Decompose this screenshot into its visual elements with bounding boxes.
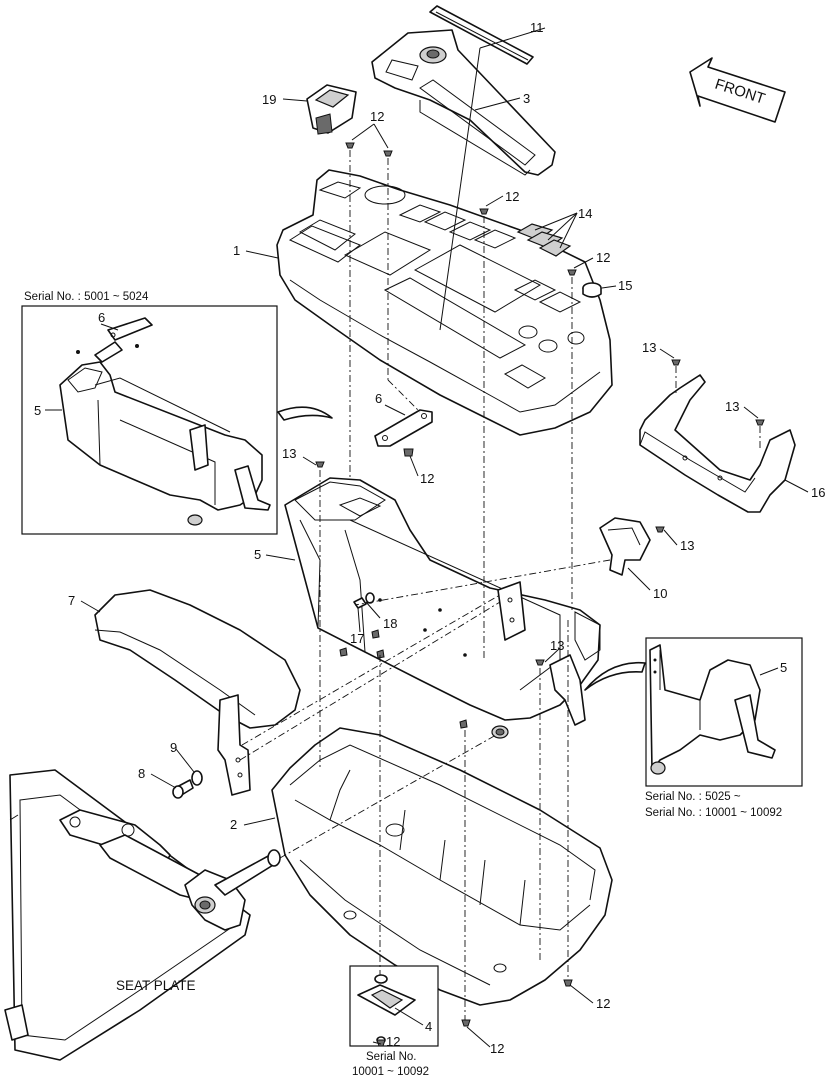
inset-top-left-part-5 xyxy=(59,317,271,526)
inset-right-part-5 xyxy=(649,644,776,775)
part-19-switch xyxy=(306,84,357,135)
part-8-9-bolt-washer xyxy=(172,770,203,799)
part-1-console-cover xyxy=(276,169,613,436)
callout-13-c: 13 xyxy=(282,446,296,461)
part-16-bracket-right xyxy=(639,374,796,513)
callout-13-a: 13 xyxy=(642,340,656,355)
right-inset-serial-line1: Serial No. : 5025 ~ xyxy=(645,791,741,803)
callout-18: 18 xyxy=(383,616,397,631)
callout-5-b: 5 xyxy=(254,547,261,562)
callout-12-d: 12 xyxy=(420,471,434,486)
seat-plate-assembly xyxy=(4,769,281,1061)
callout-6-a: 6 xyxy=(98,310,105,325)
part-4-mat xyxy=(357,974,416,1044)
callout-12-b: 12 xyxy=(505,189,519,204)
callout-4: 4 xyxy=(425,1019,432,1034)
callout-10: 10 xyxy=(653,586,667,601)
callout-12-g: 12 xyxy=(386,1034,400,1049)
part-15-cap xyxy=(582,282,602,298)
callout-numbers: 11 3 19 12 12 14 12 15 1 13 13 16 6 12 1… xyxy=(34,20,825,1056)
part-5-console-box xyxy=(284,477,601,739)
part-2-lower-tray xyxy=(271,727,613,1006)
top-left-inset-serial: Serial No. : 5001 ~ 5024 xyxy=(24,291,149,303)
leader-lines xyxy=(45,27,809,1048)
callout-13-b: 13 xyxy=(725,399,739,414)
bottom-inset-serial-line2: 10001 ~ 10092 xyxy=(352,1066,429,1078)
callout-13-e: 13 xyxy=(550,638,564,653)
inset-pointer-arrow-right xyxy=(584,661,646,691)
callout-5-c: 5 xyxy=(780,660,787,675)
right-inset-serial-line2: Serial No. : 10001 ~ 10092 xyxy=(645,807,782,819)
part-14-switch-caps xyxy=(516,223,572,257)
callout-12-f: 12 xyxy=(490,1041,504,1056)
callout-3: 3 xyxy=(523,91,530,106)
callout-13-d: 13 xyxy=(680,538,694,553)
callout-14: 14 xyxy=(578,206,592,221)
callout-8: 8 xyxy=(138,766,145,781)
seat-plate-label: SEAT PLATE xyxy=(116,978,196,993)
inset-pointer-arrow-left xyxy=(277,406,333,421)
screws xyxy=(315,142,765,1047)
callout-15: 15 xyxy=(618,278,632,293)
part-11-strip xyxy=(429,5,534,65)
part-6-bracket-center xyxy=(374,409,433,447)
callout-1: 1 xyxy=(233,243,240,258)
callout-2: 2 xyxy=(230,817,237,832)
callout-16: 16 xyxy=(811,485,825,500)
part-10-clip xyxy=(599,517,651,576)
callout-19: 19 xyxy=(262,92,276,107)
callout-17: 17 xyxy=(350,631,364,646)
callout-12-e: 12 xyxy=(596,996,610,1011)
callout-7: 7 xyxy=(68,593,75,608)
callout-5-a: 5 xyxy=(34,403,41,418)
front-arrow: FRONT xyxy=(689,57,786,123)
part-7-armrest xyxy=(94,589,301,796)
callout-12-c: 12 xyxy=(596,250,610,265)
callout-6-b: 6 xyxy=(375,391,382,406)
part-3-top-cover xyxy=(371,29,556,176)
callout-11: 11 xyxy=(530,20,544,35)
assembly-centerlines xyxy=(239,150,761,1020)
callout-9: 9 xyxy=(170,740,177,755)
bottom-inset-serial-line1: Serial No. xyxy=(366,1051,417,1063)
callout-12-a: 12 xyxy=(370,109,384,124)
